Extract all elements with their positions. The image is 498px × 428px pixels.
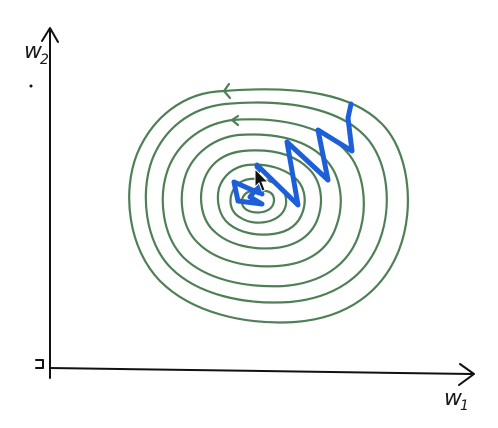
y-axis-label-subscript: 2 (40, 52, 49, 68)
contour-arrow-mid (230, 114, 240, 127)
loss-contours (128, 82, 409, 324)
contour-ring-3 (161, 118, 365, 288)
descent-stroke (231, 101, 355, 208)
y-axis-arrow (41, 27, 59, 43)
y-axis-label: w (24, 39, 43, 64)
x-axis-label-subscript: 1 (460, 398, 469, 414)
contour-ring-1 (128, 88, 409, 324)
x-axis-label: w (444, 386, 463, 411)
stray-mark (29, 84, 33, 88)
axis-labels: w 2 w 1 (24, 39, 469, 414)
origin-tick (35, 359, 44, 369)
contour-ring-5 (200, 149, 323, 250)
x-axis-line (49, 367, 473, 375)
mouse-pointer-icon (254, 167, 270, 192)
x-axis-arrow (458, 363, 475, 386)
contour-arrow-top (222, 82, 232, 100)
gradient-descent-path (231, 101, 355, 208)
contour-ring-4 (180, 133, 342, 268)
cursor-shape (254, 167, 270, 192)
axes (35, 27, 475, 386)
contour-ring-2 (144, 101, 388, 304)
